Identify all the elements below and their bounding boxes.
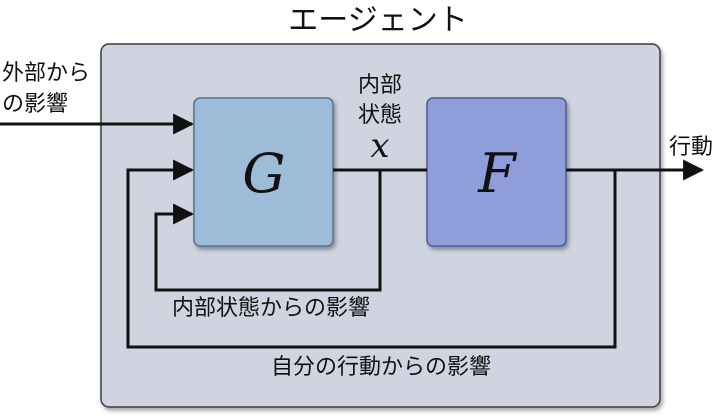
internal-feedback-label: 内部状態からの影響 xyxy=(172,296,370,321)
internal-state-label-2: 状態 xyxy=(358,103,402,128)
agent-title: エージェント xyxy=(288,3,467,38)
block-f-label: F xyxy=(477,142,518,205)
block-g-label: G xyxy=(242,142,285,205)
external-influence-label-2: の影響 xyxy=(2,92,68,117)
state-symbol: x xyxy=(370,126,389,166)
internal-feedback-loop xyxy=(154,170,382,292)
action-output-label: 行動 xyxy=(669,135,713,160)
block-f xyxy=(426,97,567,247)
internal-state-label-1: 内部 xyxy=(358,73,402,98)
action-feedback-loop xyxy=(126,159,617,349)
external-influence-label-1: 外部から xyxy=(2,61,90,86)
action-feedback-label: 自分の行動からの影響 xyxy=(271,355,491,380)
